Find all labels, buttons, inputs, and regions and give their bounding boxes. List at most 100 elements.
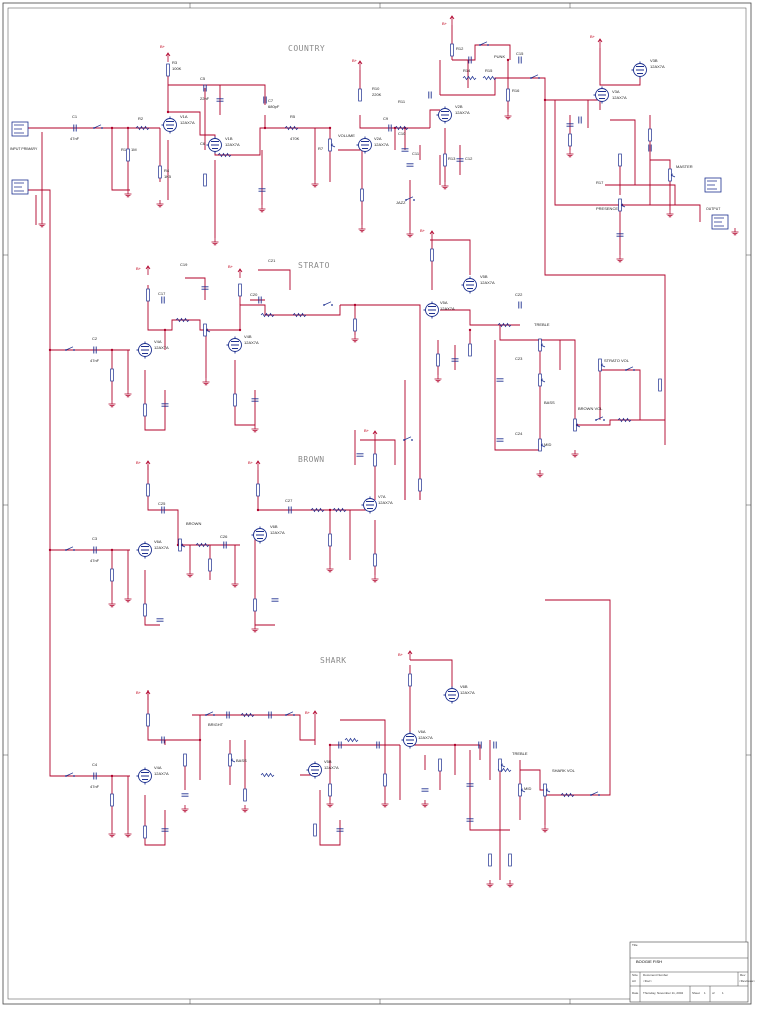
part-label: R3	[172, 60, 178, 65]
part-label: R1	[121, 147, 127, 152]
part-label: 22nF	[200, 96, 210, 101]
part-label: C27	[285, 498, 293, 503]
section-title-strato: STRATO	[298, 261, 330, 270]
treble-label-shark: TREBLE	[512, 751, 528, 756]
sheet-field-label: Sheet	[692, 991, 700, 995]
vplus-label: B+	[352, 58, 358, 63]
part-label: C24	[515, 431, 523, 436]
part-label: C25	[158, 501, 166, 506]
part-label: 12AX7A	[455, 110, 470, 115]
sheet-of-label: of	[712, 991, 715, 995]
vplus-label: B+	[248, 460, 254, 465]
part-label: R14	[463, 68, 471, 73]
part-label: V5A	[440, 300, 448, 305]
part-label: 1K5	[164, 174, 172, 179]
part-label: C12	[465, 156, 473, 161]
size-value: A3	[632, 979, 636, 983]
rev-field-label: Rev	[740, 973, 746, 977]
part-label: 47nF	[70, 136, 80, 141]
vplus-labels: B+ B+ B+ B+ B+ B+ B+ B+ B+ B+ B+ B+ B+	[136, 21, 596, 715]
part-label: R16	[512, 88, 520, 93]
bright-label: BRIGHT	[208, 722, 224, 727]
vplus-label: B+	[160, 44, 166, 49]
part-label: R15	[485, 68, 493, 73]
junction-dots	[48, 58, 602, 778]
part-label: C6	[200, 141, 206, 146]
resistors-horizontal	[135, 76, 632, 797]
part-label: R7	[318, 146, 324, 151]
part-label: R5	[290, 114, 296, 119]
part-label: 12AX7A	[612, 95, 627, 100]
vplus-label: B+	[590, 34, 596, 39]
rev-value: <RevCode>	[739, 979, 755, 983]
part-label: 12AX7A	[418, 735, 433, 740]
brown-vol-label: BROWN VOL	[578, 406, 603, 411]
mid-label-shark: MID	[524, 786, 531, 791]
part-label: 12AX7A	[154, 771, 169, 776]
vplus-label: B+	[136, 690, 142, 695]
part-label: V6B	[460, 684, 468, 689]
output-jack-label: OUTPUT	[706, 207, 721, 211]
resistors	[110, 43, 662, 867]
part-label: C26	[220, 534, 228, 539]
vplus-label: B+	[420, 228, 426, 233]
part-label: C20	[250, 292, 258, 297]
part-label: C2	[92, 336, 98, 341]
part-label: 220K	[372, 92, 382, 97]
sheet-total: 1	[722, 991, 724, 995]
vplus-label: B+	[364, 428, 370, 433]
part-label: 12AX7A	[324, 765, 339, 770]
part-label: 12AX7A	[180, 120, 195, 125]
component-labels: C1 47nF R1 1M R2 V1A 12AX7A R3 100K R4 1…	[70, 46, 665, 789]
part-label: V2A	[374, 136, 382, 141]
strato-vol-label: STRATO VOL	[604, 358, 630, 363]
part-label: 12AX7A	[480, 280, 495, 285]
part-label: V1B	[225, 136, 233, 141]
part-label: 12AX7A	[650, 64, 665, 69]
part-label: 12AX7A	[374, 142, 389, 147]
treble-label: TREBLE	[534, 322, 550, 327]
part-label: C5	[200, 76, 206, 81]
part-label: C9	[383, 116, 389, 121]
title-value: BOOGIE FISH	[636, 959, 662, 964]
part-label: C15	[516, 51, 524, 56]
part-label: 12AX7A	[460, 690, 475, 695]
part-label: C7	[268, 98, 274, 103]
part-label: V7A	[378, 494, 386, 499]
part-label: V5B	[324, 759, 332, 764]
control-labels: VOLUME MASTER PRESENCE PUNK JAZZ STRATO …	[186, 54, 693, 791]
punk-label: PUNK	[494, 54, 505, 59]
part-label: 470K	[290, 136, 300, 141]
title-field-label: Title	[632, 943, 638, 947]
part-label: V6A	[154, 539, 162, 544]
vacuum-tubes	[136, 61, 647, 785]
part-label: C10	[398, 131, 406, 136]
part-label: C19	[180, 262, 188, 267]
potentiometers	[178, 138, 676, 797]
vplus-label: B+	[442, 21, 448, 26]
part-label: V2B	[455, 104, 463, 109]
part-label: 12AX7A	[154, 545, 169, 550]
shark-vol-label: SHARK VOL	[552, 768, 576, 773]
sheet-value: 1	[704, 991, 706, 995]
part-label: R10	[372, 86, 380, 91]
drawing-frame	[2, 2, 752, 1005]
part-label: C17	[158, 291, 166, 296]
part-label: 12AX7A	[225, 142, 240, 147]
section-title-shark: SHARK	[320, 656, 347, 665]
vplus-label: B+	[136, 266, 142, 271]
vplus-label: B+	[228, 264, 234, 269]
part-label: 47nF	[90, 558, 100, 563]
part-label: C4	[92, 762, 98, 767]
part-label: C3	[92, 536, 98, 541]
vplus-label: B+	[305, 710, 311, 715]
part-label: 12AX7A	[244, 340, 259, 345]
date-value: Thursday, November 11, 2004	[643, 991, 683, 995]
bass-label-shark: BASS	[236, 758, 247, 763]
mid-label: MID	[544, 442, 551, 447]
part-label: R17	[596, 180, 604, 185]
part-label: 47nF	[90, 784, 100, 789]
part-label: V6B	[270, 524, 278, 529]
switches	[64, 41, 636, 797]
